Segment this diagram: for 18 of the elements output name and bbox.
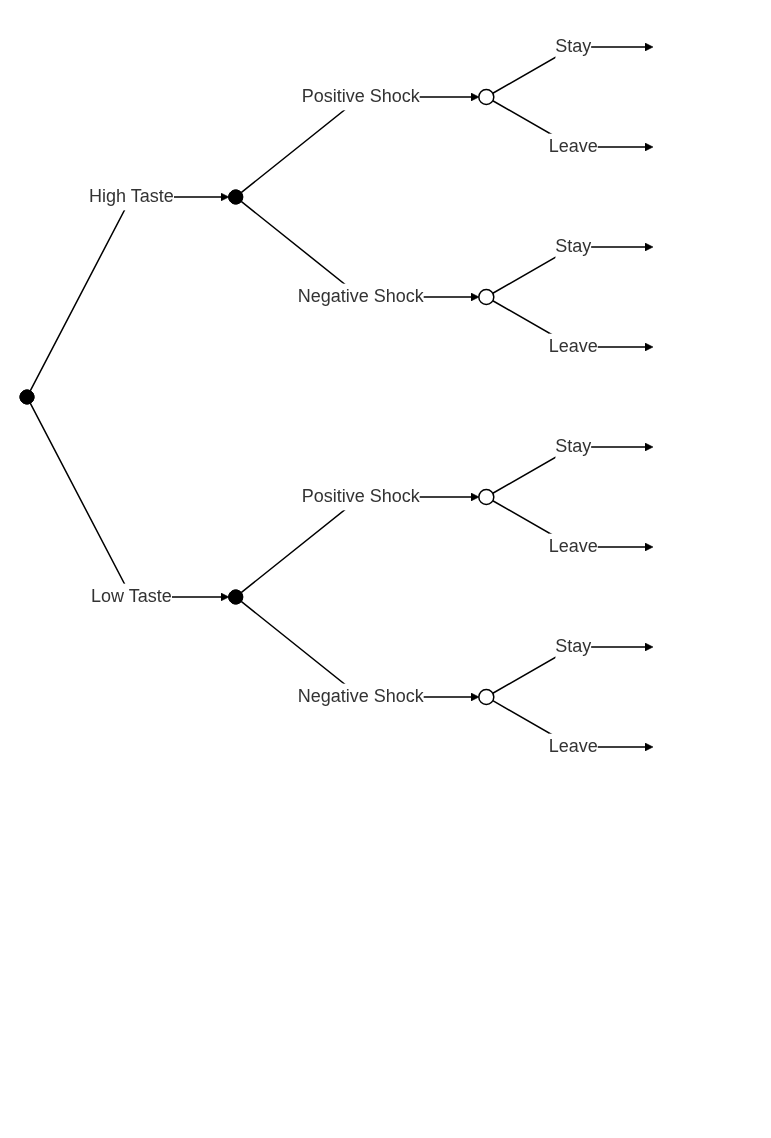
edge-label: Stay (555, 436, 592, 457)
node-circle (478, 488, 495, 506)
edge-label: Positive Shock (301, 86, 420, 107)
edge-label: Negative Shock (297, 686, 424, 707)
edge-label: Positive Shock (301, 486, 420, 507)
edge-label: High Taste (89, 186, 174, 207)
edge-label: Stay (555, 636, 592, 657)
edge-label: Stay (555, 236, 592, 257)
node-circle (478, 88, 495, 106)
node-circle (478, 288, 495, 306)
edge-label: Negative Shock (297, 286, 424, 307)
edge-label: Stay (555, 36, 592, 57)
edge-label: Leave (548, 536, 598, 557)
edge-label: Leave (548, 736, 598, 757)
node-circle (478, 688, 495, 706)
edge-label: Leave (548, 336, 598, 357)
edge-label: Leave (548, 136, 598, 157)
edge-label: Low Taste (91, 586, 172, 607)
